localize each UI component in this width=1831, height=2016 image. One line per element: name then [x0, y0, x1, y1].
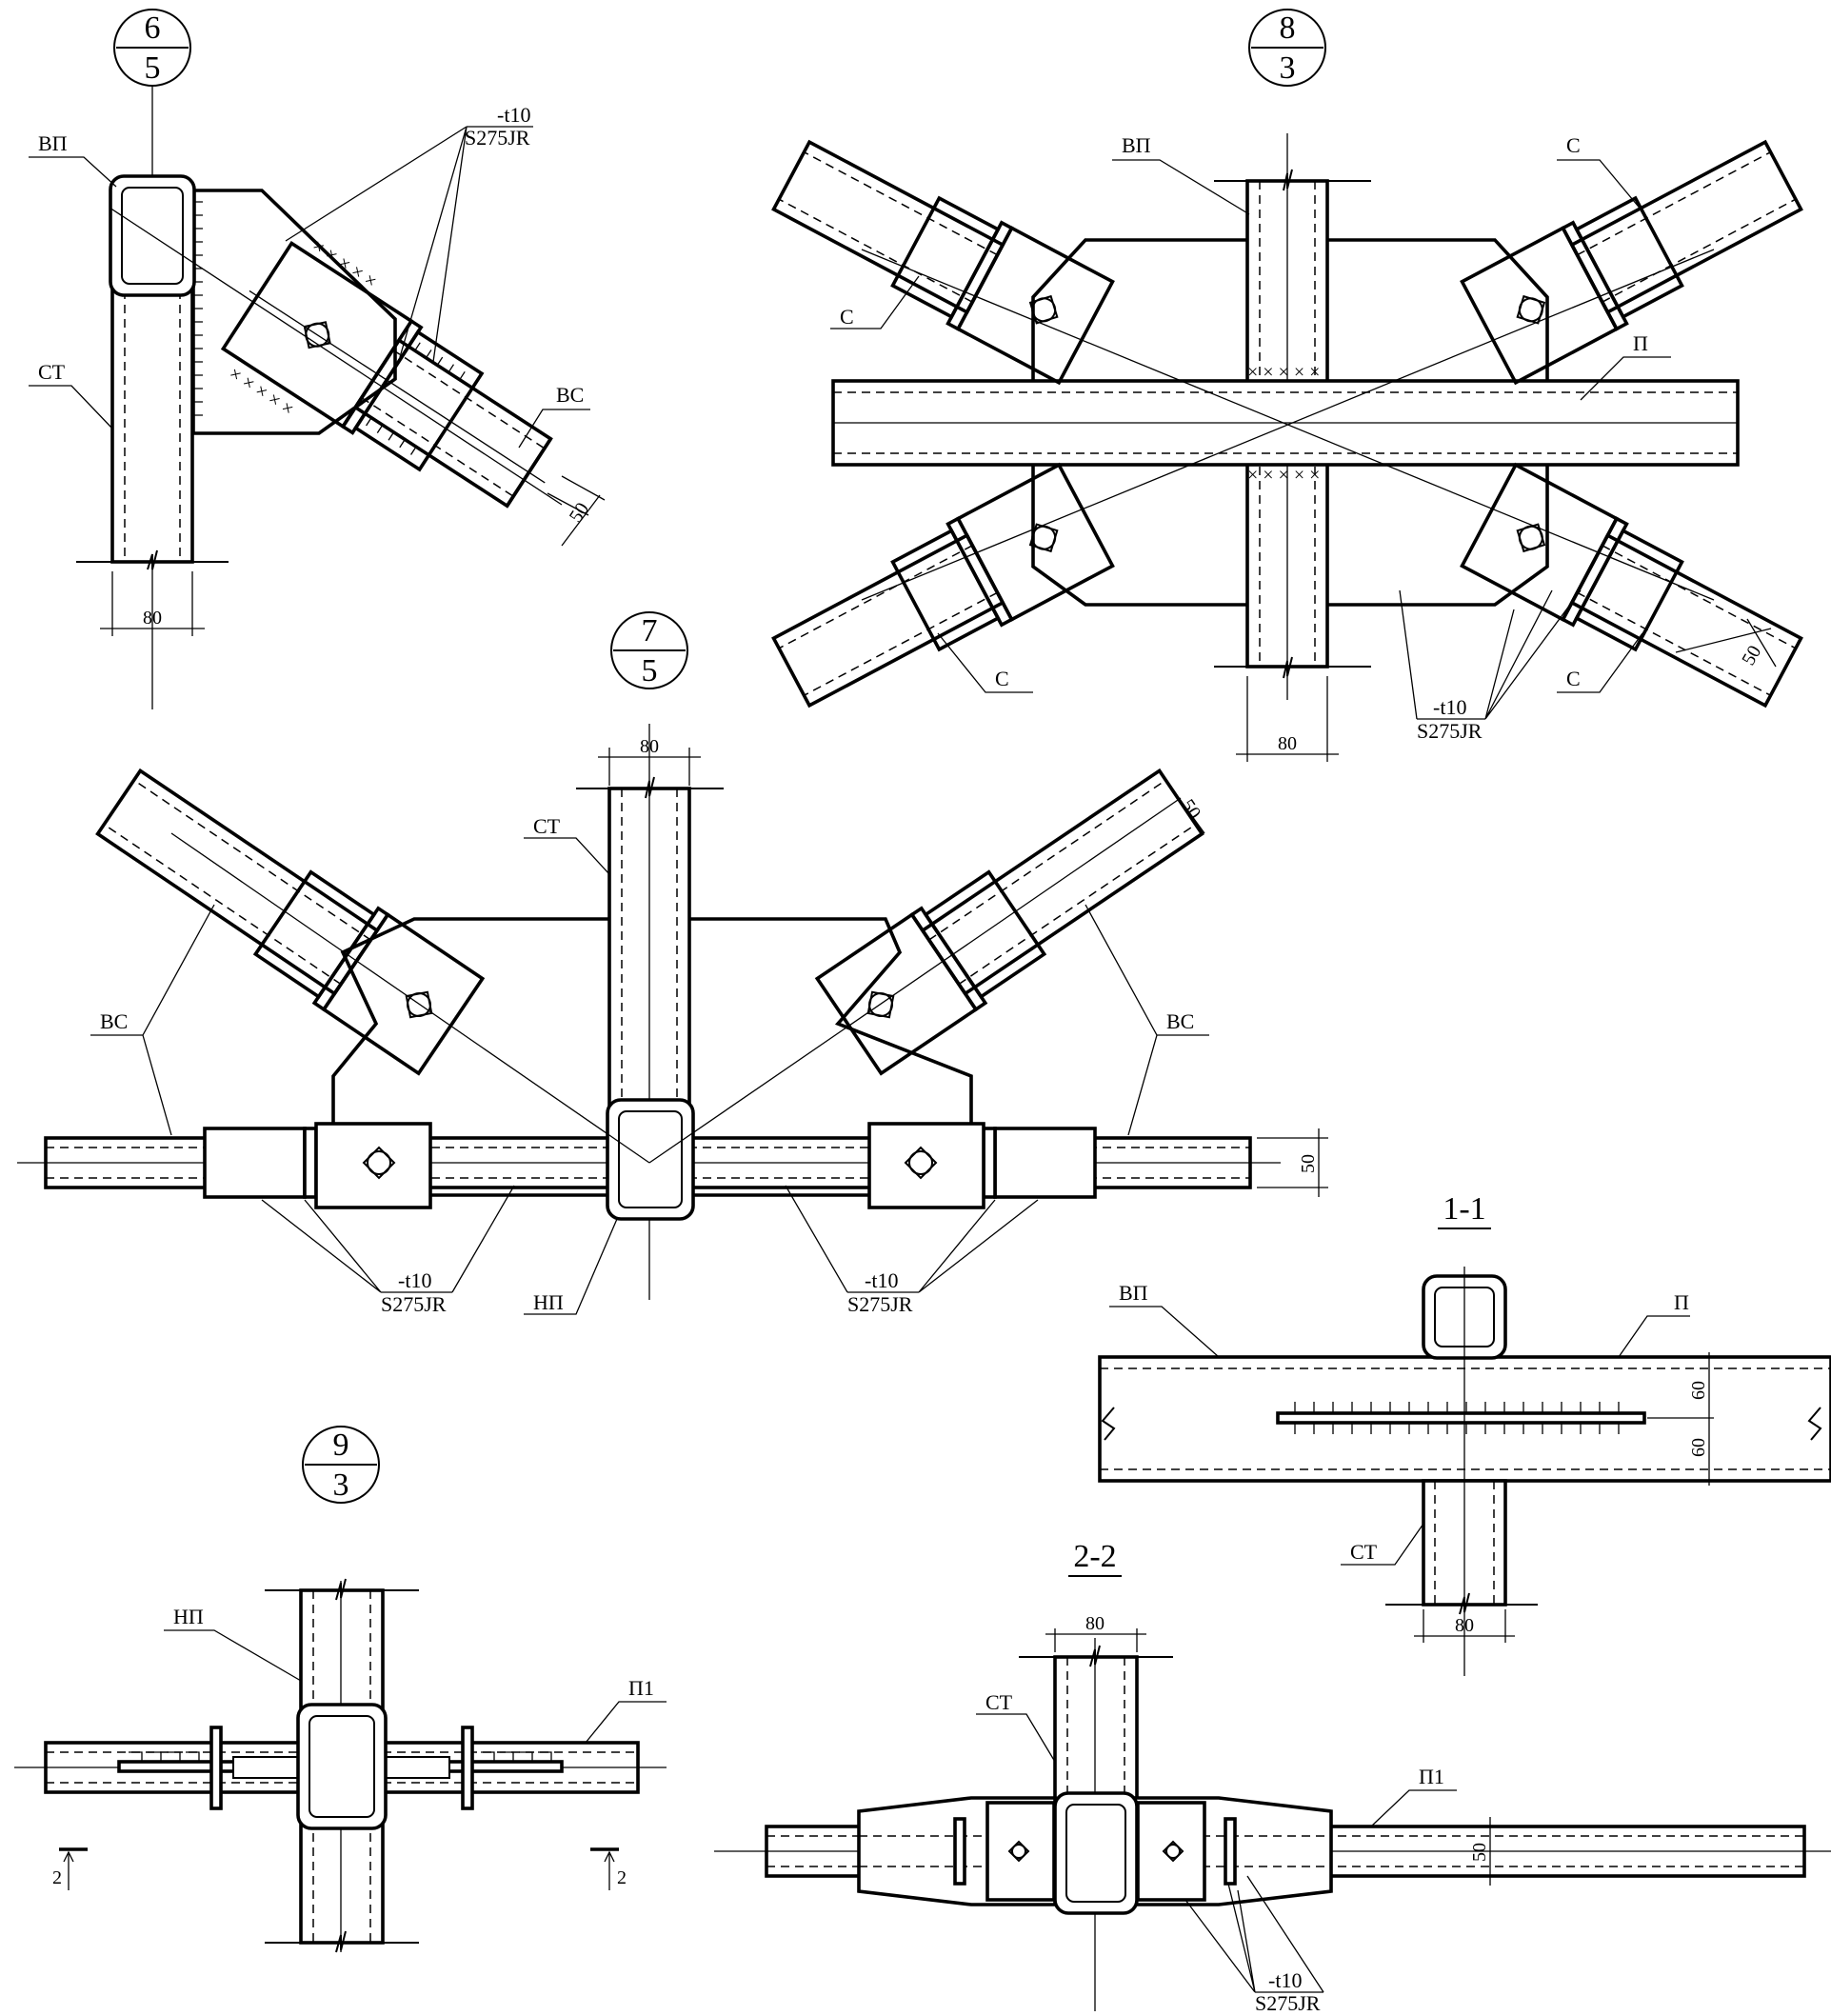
svg-text:× × × × ×: × × × × × — [308, 235, 381, 292]
svg-text:S275JR: S275JR — [1417, 719, 1483, 743]
svg-text:СТ: СТ — [38, 360, 66, 384]
svg-text:S275JR: S275JR — [847, 1292, 913, 1316]
svg-text:СТ: СТ — [533, 814, 561, 838]
svg-text:ВП: ВП — [1122, 133, 1151, 157]
svg-text:S275JR: S275JR — [1255, 1991, 1321, 2011]
svg-text:60: 60 — [1688, 1381, 1709, 1400]
svg-text:НП: НП — [533, 1290, 564, 1314]
node-mark-7-5: 7 5 — [610, 611, 688, 689]
svg-text:80: 80 — [1455, 1615, 1474, 1636]
svg-text:× × × × ×: × × × × × — [1247, 362, 1320, 383]
svg-text:П: П — [1674, 1290, 1689, 1314]
svg-text:С: С — [840, 305, 854, 329]
svg-text:ВП: ВП — [38, 131, 68, 155]
svg-text:ВС: ВС — [556, 383, 584, 407]
svg-text:S275JR: S275JR — [381, 1292, 447, 1316]
svg-text:СТ: СТ — [985, 1690, 1013, 1714]
svg-text:9: 9 — [333, 1427, 349, 1463]
node-mark-9-3: 9 3 — [302, 1426, 380, 1504]
svg-text:ВС: ВС — [1166, 1009, 1194, 1033]
svg-text:2: 2 — [52, 1867, 62, 1888]
svg-text:80: 80 — [143, 608, 162, 629]
svg-text:С: С — [1566, 133, 1581, 157]
node-mark-8-3: 8 3 — [1248, 9, 1326, 87]
svg-text:-t10: -t10 — [497, 103, 530, 127]
svg-text:2-2: 2-2 — [1073, 1539, 1116, 1574]
svg-text:50: 50 — [1469, 1843, 1490, 1862]
svg-text:6: 6 — [145, 10, 161, 46]
svg-text:1-1: 1-1 — [1443, 1191, 1485, 1227]
svg-text:50: 50 — [1298, 1154, 1319, 1173]
svg-text:7: 7 — [642, 613, 658, 649]
svg-text:80: 80 — [1085, 1613, 1105, 1634]
svg-text:8: 8 — [1280, 10, 1296, 46]
node-9-3: 9 3 2 2 НП П1 — [14, 1426, 667, 1953]
svg-text:С: С — [995, 667, 1009, 690]
section-1-1: 1-1 60 60 80 ВП П СТ — [1098, 1191, 1831, 1676]
node-8-3: 8 3 × × × × × × × × × × — [771, 9, 1803, 762]
svg-text:80: 80 — [640, 736, 659, 757]
svg-text:5: 5 — [642, 653, 658, 689]
node-6-5: 6 5 × × × × × × × × × × — [29, 9, 606, 709]
svg-text:50: 50 — [566, 499, 593, 527]
svg-text:ВП: ВП — [1119, 1281, 1148, 1305]
svg-text:П: П — [1633, 331, 1648, 355]
section-2-2: 2-2 80 50 СТ П1 -t10 S275JR — [714, 1539, 1831, 2015]
svg-text:-t10: -t10 — [398, 1268, 431, 1292]
svg-text:П1: П1 — [1419, 1765, 1444, 1788]
svg-text:5: 5 — [145, 50, 161, 86]
node-mark-6-5: 6 5 — [113, 9, 191, 87]
svg-text:ВС: ВС — [100, 1009, 128, 1033]
svg-text:2: 2 — [617, 1867, 627, 1888]
node-7-5: 7 5 — [17, 611, 1328, 1316]
svg-text:3: 3 — [1280, 50, 1296, 86]
svg-text:60: 60 — [1688, 1438, 1709, 1457]
svg-text:НП: НП — [173, 1605, 204, 1628]
svg-text:50: 50 — [1738, 642, 1765, 669]
svg-text:СТ: СТ — [1350, 1540, 1378, 1564]
svg-text:3: 3 — [333, 1467, 349, 1503]
svg-text:-t10: -t10 — [865, 1268, 898, 1292]
svg-text:80: 80 — [1278, 733, 1297, 754]
svg-text:-t10: -t10 — [1433, 695, 1466, 719]
svg-text:S275JR: S275JR — [465, 126, 530, 150]
svg-text:П1: П1 — [628, 1676, 654, 1700]
svg-text:С: С — [1566, 667, 1581, 690]
svg-text:-t10: -t10 — [1268, 1968, 1302, 1992]
svg-text:× × × × ×: × × × × × — [1247, 465, 1320, 486]
